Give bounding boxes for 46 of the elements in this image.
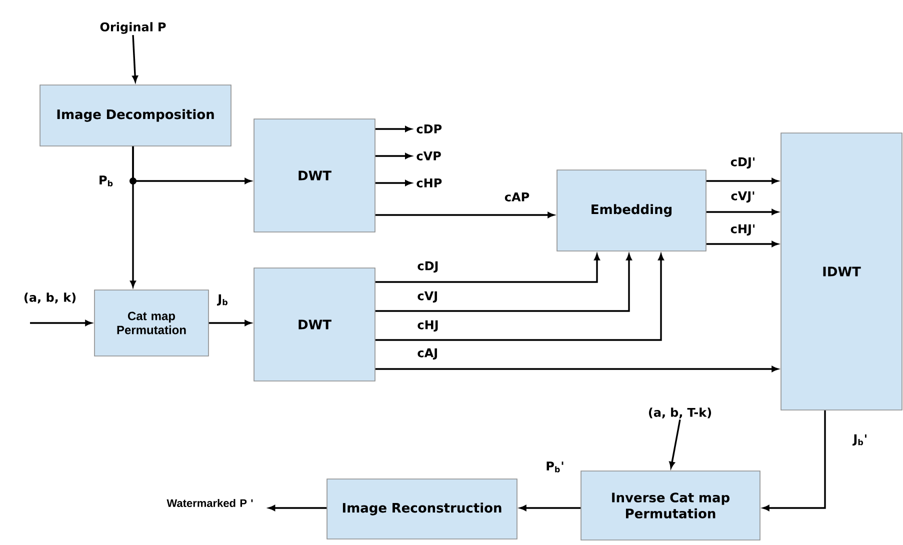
process-box: DWT <box>254 118 376 232</box>
output-label: cDP <box>416 124 442 134</box>
edge-label: cDJ <box>416 260 440 274</box>
edge-label: P$_{b}$ <box>98 174 115 188</box>
arrow <box>375 126 412 132</box>
arrow <box>669 419 681 468</box>
arrow <box>375 180 412 186</box>
arrow <box>375 366 778 372</box>
arrow <box>375 254 632 312</box>
edge-label: cHJ <box>416 319 440 333</box>
arrow <box>706 241 778 247</box>
arrow <box>375 254 664 341</box>
process-box: Embedding <box>556 170 706 252</box>
process-box: IDWT <box>780 132 902 410</box>
arrow <box>132 35 138 82</box>
process-box: Image Reconstruction <box>326 478 518 540</box>
edge-label: cAJ <box>416 347 440 361</box>
arrow <box>375 153 412 159</box>
edge-label: cHJ' <box>729 223 757 237</box>
arrow <box>762 410 826 511</box>
edge-label: cVJ' <box>730 190 756 204</box>
process-box: Inverse Cat map Permutation <box>580 470 760 540</box>
arrow <box>208 320 252 326</box>
arrow <box>375 254 600 283</box>
edge-label: J$_{b}$' <box>852 433 869 447</box>
process-box: Cat map Permutation <box>94 290 209 356</box>
output-label: cVP <box>416 152 441 160</box>
edge-label: J$_{b}$ <box>216 293 230 307</box>
arrow <box>706 178 778 184</box>
arrow <box>268 505 327 511</box>
output-label: cHP <box>416 178 442 188</box>
process-box: Image Decomposition <box>40 84 232 146</box>
input-label: (a, b, T-k) <box>648 408 712 418</box>
edge-label: cAP <box>503 192 531 202</box>
edge-label: P$_{b}$' <box>544 460 566 474</box>
arrow <box>130 146 136 288</box>
edge-label: cDJ' <box>729 156 757 170</box>
process-box: DWT <box>254 268 376 382</box>
arrow <box>706 209 778 215</box>
input-label: Original P <box>100 22 166 34</box>
arrow <box>375 212 554 218</box>
arrow <box>30 320 92 326</box>
output-label: Watermarked P ' <box>166 498 253 508</box>
arrow <box>520 505 581 511</box>
edge-label: (a, b, k) <box>22 292 78 304</box>
edge-label: cVJ <box>416 290 440 304</box>
